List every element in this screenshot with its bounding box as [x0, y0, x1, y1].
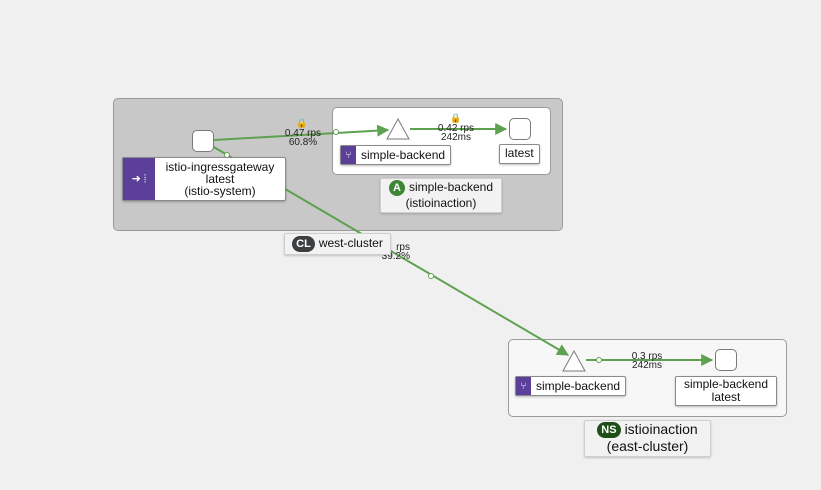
gateway-node[interactable]: [192, 130, 214, 152]
gateway-name: istio-ingressgateway: [165, 160, 275, 174]
east-workload-version: latest: [711, 390, 741, 404]
edge-rate: 0.42 rps: [437, 123, 475, 134]
edge-midpoint-dot: [428, 273, 434, 279]
edge-rate: rps: [396, 242, 410, 253]
gateway-version: latest: [205, 172, 235, 186]
ingress-gateway-icon: ➜ ⦙: [123, 158, 155, 200]
east-workload-name: simple-backend: [683, 377, 769, 391]
edge-rate: 0.3 rps: [631, 351, 663, 362]
edge-latency: 242ms: [440, 132, 471, 143]
west-workload-version: latest: [505, 146, 534, 160]
east-workload-label[interactable]: simple-backend latest: [675, 376, 777, 406]
service-branch-icon: ⑂: [341, 146, 356, 164]
namespace-name: istioinaction: [624, 421, 698, 437]
west-service-name: simple-backend: [361, 148, 446, 162]
edge-midpoint-dot: [333, 129, 339, 135]
west-workload-node[interactable]: [509, 118, 531, 140]
edge-label-gw-east: rps 39.2%: [374, 242, 410, 262]
west-service-node[interactable]: [386, 118, 410, 140]
app-badge: A: [389, 180, 405, 196]
west-service-label[interactable]: ⑂ simple-backend: [340, 145, 452, 165]
edge-label-west-workload: 0.42 rps 242ms: [430, 123, 482, 143]
gateway-label[interactable]: ➜ ⦙ istio-ingressgateway latest (istio-s…: [122, 157, 286, 201]
edge-percent: 60.8%: [288, 137, 318, 148]
edge-percent: 39.2%: [381, 251, 410, 262]
east-service-node[interactable]: [562, 350, 586, 372]
west-workload-label[interactable]: latest: [499, 144, 540, 164]
lock-icon: 🔒: [450, 113, 462, 123]
app-group-namespace: (istioinaction): [405, 196, 477, 210]
east-service-name: simple-backend: [536, 379, 621, 393]
edge-latency: 242ms: [631, 360, 662, 371]
namespace-cluster: (east-cluster): [606, 438, 689, 455]
gateway-namespace: (istio-system): [184, 184, 256, 198]
edge-rate: 0.47 rps: [284, 128, 322, 139]
cluster-badge: CL: [292, 235, 315, 252]
cluster-name: west-cluster: [318, 236, 383, 250]
edge-label-gw-west: 0.47 rps 60.8%: [276, 128, 330, 148]
namespace-badge: NS: [597, 422, 621, 439]
edge-label-east-workload: 0.3 rps 242ms: [622, 351, 672, 371]
service-branch-icon: ⑂: [516, 377, 531, 395]
edge-gateway-to-west-service[interactable]: [213, 124, 390, 141]
lock-icon: 🔒: [296, 118, 308, 128]
edge-midpoint-dot: [596, 357, 602, 363]
east-workload-node[interactable]: [715, 349, 737, 371]
app-group-name: simple-backend: [408, 180, 493, 195]
east-service-label[interactable]: ⑂ simple-backend: [515, 376, 627, 396]
